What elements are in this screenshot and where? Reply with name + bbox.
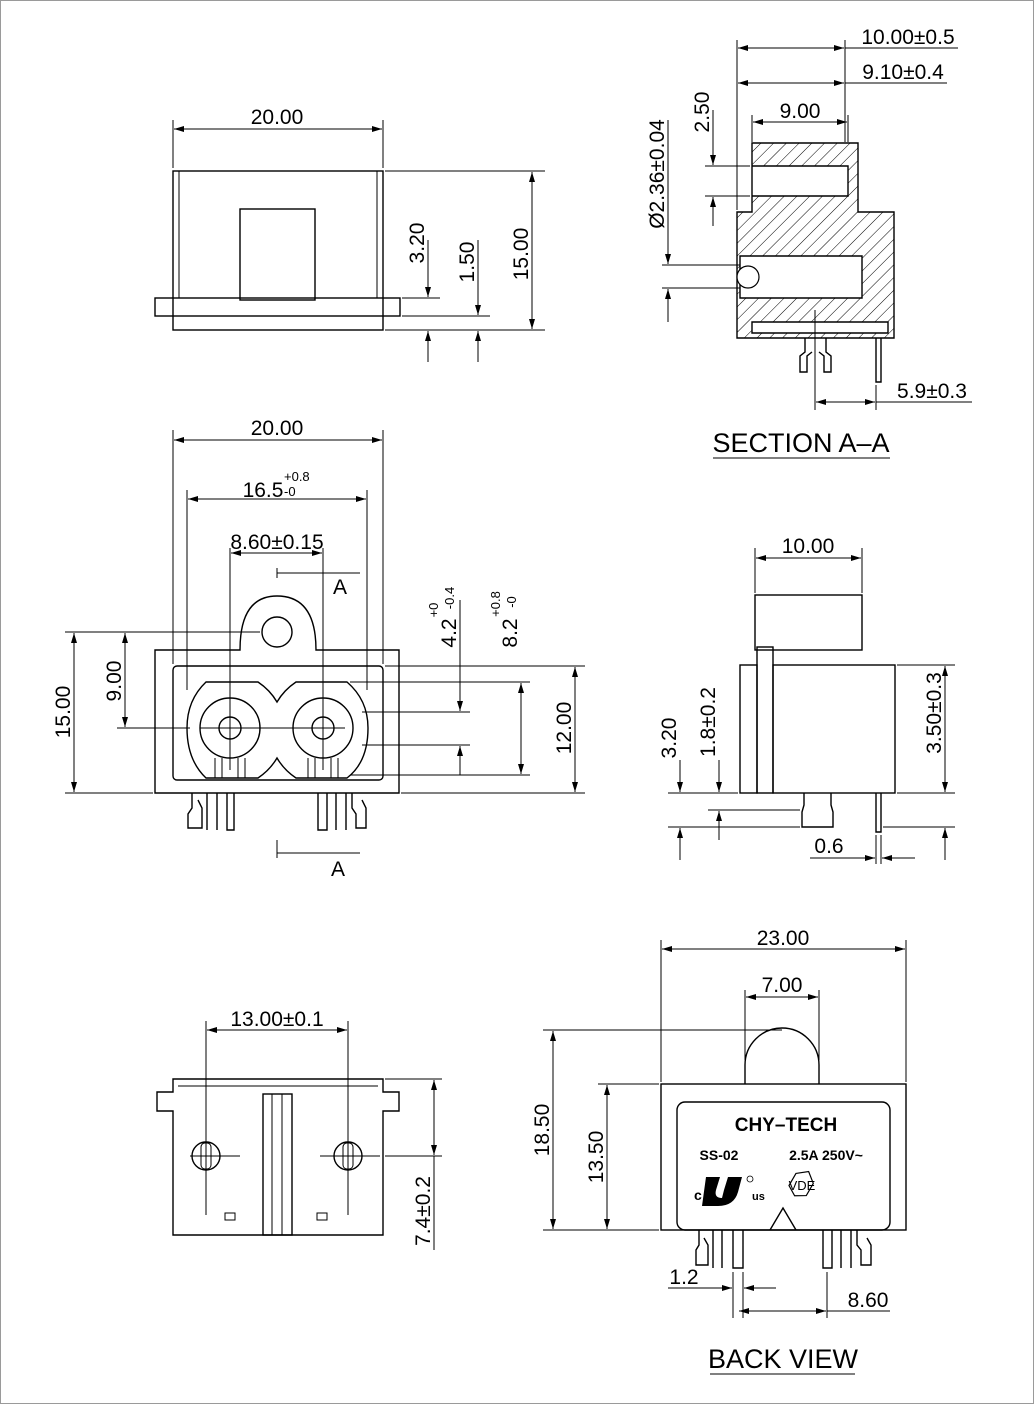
section-pin-offset-label: 5.9±0.3 [897, 380, 967, 403]
section-view: 10.00±0.5 9.10±0.4 9.00 2.50 Ø2.36±0.04 … [646, 26, 972, 459]
top-dim-a-label: 3.20 [406, 223, 429, 264]
top-view-tab [239, 208, 316, 301]
back-tab-width-label: 7.00 [762, 974, 803, 997]
front-body-height-label: 12.00 [553, 702, 576, 755]
ul-c-label: c [694, 1187, 702, 1203]
section-depth-label: 9.10±0.4 [862, 61, 944, 84]
vde-mark-icon: VDE [788, 1170, 816, 1197]
side-view-pin [875, 793, 882, 833]
side-view-pin-latch [801, 793, 834, 828]
front-dim-a-tol-minus: -0.4 [442, 587, 457, 609]
front-dim-a-tol-plus: +0 [426, 603, 441, 618]
top-dim-b-label: 1.50 [456, 242, 479, 283]
top-height-label: 15.00 [510, 228, 533, 281]
back-pin-width-label: 1.2 [669, 1266, 698, 1289]
front-hole-height-label: 9.00 [103, 661, 126, 702]
socket-opening [186, 681, 369, 779]
side-pin-thickness-label: 0.6 [814, 835, 843, 858]
section-overall-label: 10.00±0.5 [861, 26, 954, 49]
front-opening-tol-minus: -0 [284, 484, 296, 499]
back-body-height-label: 13.50 [585, 1131, 608, 1184]
back-view-notch [769, 1206, 797, 1231]
section-bore-label: Ø2.36±0.04 [646, 119, 669, 229]
side-width-label: 10.00 [782, 535, 835, 558]
section-inner-label: 9.00 [780, 100, 821, 123]
front-dim-b-label: 8.2 [499, 618, 522, 647]
back-pin-spacing-label: 8.60 [848, 1289, 889, 1312]
back-height-label: 18.50 [531, 1104, 554, 1157]
back-view-label-plate [676, 1101, 891, 1231]
side-dim-a-label: 3.20 [658, 718, 681, 759]
front-dim-a-label: 4.2 [438, 618, 461, 647]
front-view-body [172, 665, 384, 781]
side-dim-b-label: 1.8±0.2 [697, 687, 720, 757]
section-marker-bottom: A [331, 858, 345, 881]
front-view-outline [154, 595, 400, 794]
ul-mark-icon: c us [694, 1175, 765, 1206]
section-marker-top: A [333, 576, 347, 599]
top-view-flange [154, 297, 401, 317]
bottom-view-outline [156, 1078, 400, 1236]
bottom-height-label: 7.4±0.2 [412, 1176, 435, 1246]
rating-label: 2.5A 250V~ [789, 1147, 863, 1163]
mount-hole [261, 616, 293, 648]
section-hatched-body [736, 142, 895, 339]
section-offset-label: 2.50 [691, 92, 714, 133]
side-view: 10.00 3.20 1.8±0.2 3.50±0.3 0.6 [658, 535, 955, 864]
back-pins-left [695, 1230, 744, 1269]
section-pin [875, 338, 882, 383]
front-width-label: 20.00 [251, 417, 304, 440]
front-pin-spacing-label: 8.60±0.15 [230, 531, 323, 554]
side-view-flange [739, 664, 758, 794]
front-pins-right [317, 793, 367, 831]
bottom-pin-spacing-label: 13.00±0.1 [230, 1008, 323, 1031]
vde-label: VDE [789, 1178, 816, 1193]
front-opening-label: 16.5 [243, 479, 284, 502]
top-width-label: 20.00 [251, 106, 304, 129]
front-height-label: 15.00 [52, 686, 75, 739]
section-pin-latch [799, 338, 832, 373]
ul-us-label: us [752, 1191, 765, 1203]
top-view-body [172, 170, 384, 331]
bottom-view-rib [262, 1093, 293, 1236]
model-label: SS-02 [700, 1147, 739, 1163]
front-dim-b-tol-minus: -0 [504, 596, 519, 608]
top-view: 20.00 3.20 1.50 15.00 [154, 106, 545, 362]
side-view-plate [756, 646, 774, 794]
back-view-title: BACK VIEW [708, 1344, 859, 1374]
side-view-body [772, 664, 896, 794]
front-pins-left [187, 793, 235, 831]
front-view: 20.00 16.5 +0.8 -0 8.60±0.15 A A 15.00 9… [52, 417, 585, 881]
front-dim-b-tol-plus: +0.8 [488, 591, 503, 617]
side-dim-c-label: 3.50±0.3 [923, 672, 946, 754]
back-width-label: 23.00 [757, 927, 810, 950]
back-view-tab [744, 1027, 820, 1084]
brand-label: CHY–TECH [735, 1115, 837, 1136]
front-opening-tol-plus: +0.8 [284, 469, 310, 484]
back-view: CHY–TECH SS-02 2.5A 250V~ c us VDE 23.00… [531, 927, 907, 1375]
back-pins-right [822, 1230, 872, 1269]
section-title: SECTION A–A [712, 428, 889, 458]
bottom-view: 13.00±0.1 7.4±0.2 [156, 1008, 442, 1250]
side-view-tab [754, 594, 863, 651]
